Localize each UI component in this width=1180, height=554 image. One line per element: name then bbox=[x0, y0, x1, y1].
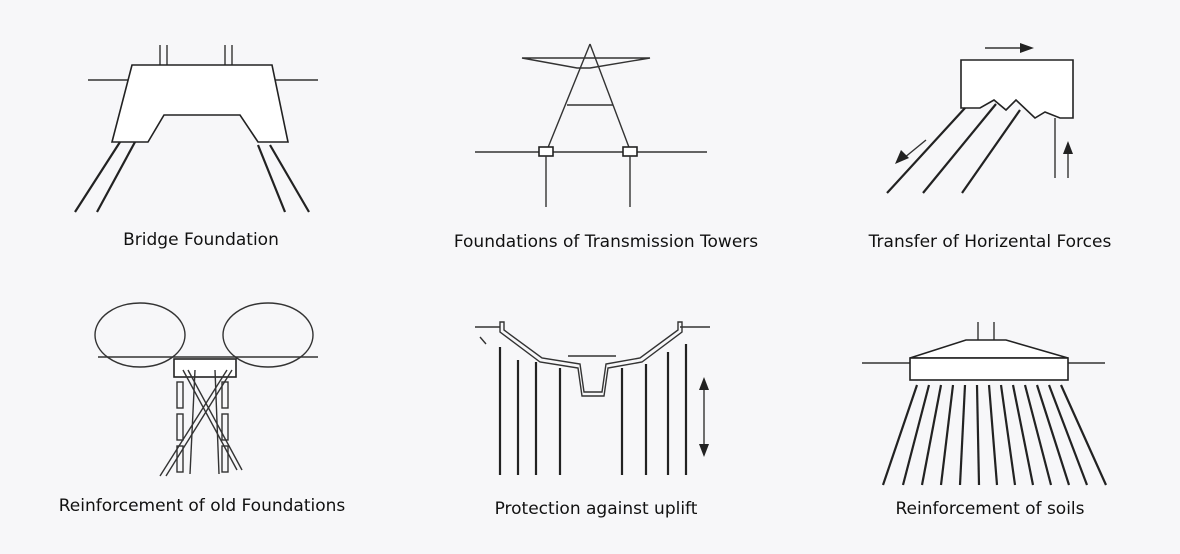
inclined-pile bbox=[74, 141, 121, 213]
pile-segment bbox=[176, 381, 184, 409]
drain-mark bbox=[479, 336, 487, 345]
existing-footing bbox=[173, 358, 237, 378]
footing-left bbox=[538, 146, 554, 157]
stress-bulb-right bbox=[222, 302, 314, 368]
soil-nail bbox=[958, 384, 967, 486]
inclined-pile bbox=[269, 144, 310, 213]
caption-soil-reinforcement: Reinforcement of soils bbox=[895, 499, 1085, 519]
root-pile bbox=[214, 369, 220, 475]
arrow-up-icon bbox=[1063, 141, 1073, 154]
caption-bridge-foundation: Bridge Foundation bbox=[123, 230, 279, 250]
caption-uplift-protection: Protection against uplift bbox=[494, 499, 698, 519]
footing-right bbox=[622, 146, 638, 157]
soil-nail bbox=[901, 384, 931, 486]
arrow-up-icon bbox=[699, 377, 709, 390]
soil-nail bbox=[1047, 384, 1089, 486]
footing-top bbox=[909, 339, 1069, 359]
arrow-down-icon bbox=[699, 444, 709, 457]
stress-bulb-left bbox=[94, 302, 186, 368]
inclined-pile bbox=[922, 103, 997, 194]
pile-segment bbox=[176, 413, 184, 441]
caption-horizontal-forces: Transfer of Horizental Forces bbox=[868, 232, 1112, 252]
tower-leg-left bbox=[546, 43, 591, 151]
soil-nail bbox=[881, 384, 919, 486]
inclined-pile bbox=[886, 107, 966, 194]
tower-crossarm bbox=[521, 57, 651, 69]
soil-nail bbox=[1035, 384, 1071, 486]
soil-nail bbox=[1059, 384, 1108, 486]
arrow-down-left-icon bbox=[895, 150, 909, 164]
retaining-block bbox=[960, 59, 1074, 119]
uplift-protection-diagram bbox=[475, 321, 710, 475]
pile-segment bbox=[221, 445, 229, 473]
old-foundations-diagram bbox=[94, 302, 318, 477]
inclined-pile bbox=[256, 144, 287, 213]
soil-nail bbox=[920, 384, 943, 486]
soil-nail bbox=[999, 384, 1017, 486]
tower-leg-right bbox=[589, 43, 631, 151]
soil-reinforcement-diagram bbox=[862, 322, 1108, 486]
root-pile bbox=[187, 369, 243, 471]
bridge-foundation-diagram bbox=[74, 45, 318, 213]
root-pile bbox=[189, 369, 196, 475]
footing-slab bbox=[909, 357, 1069, 381]
force-arrow-shaft bbox=[903, 139, 927, 159]
inclined-pile bbox=[961, 109, 1021, 194]
soil-nail bbox=[939, 384, 955, 486]
transmission-tower-diagram bbox=[475, 43, 707, 207]
soil-nail bbox=[1023, 384, 1053, 486]
soil-nail bbox=[1011, 384, 1035, 486]
pile-segment bbox=[221, 413, 229, 441]
pile-cap bbox=[110, 64, 289, 143]
inclined-pile bbox=[96, 141, 136, 213]
caption-transmission-towers: Foundations of Transmission Towers bbox=[453, 232, 759, 252]
root-pile bbox=[182, 369, 238, 471]
caption-old-foundations: Reinforcement of old Foundations bbox=[58, 496, 346, 516]
horizontal-forces-diagram bbox=[886, 43, 1074, 194]
canal-lining bbox=[499, 321, 683, 397]
soil-nail bbox=[975, 384, 981, 486]
soil-nail bbox=[987, 384, 999, 486]
root-pile bbox=[165, 369, 233, 477]
arrow-right-icon bbox=[1020, 43, 1034, 53]
